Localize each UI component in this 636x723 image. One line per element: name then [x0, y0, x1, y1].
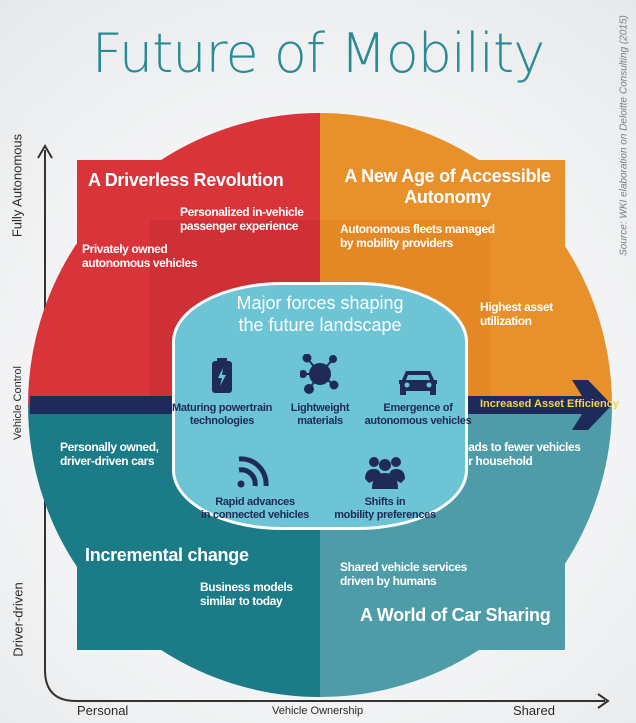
axis-label-fully-autonomous: Fully Autonomous	[9, 133, 25, 238]
axis-label-vehicle-ownership: Vehicle Ownership	[272, 705, 364, 717]
people-group-icon	[365, 457, 405, 489]
quadrant-title-bottom-right: A World of Car Sharing	[360, 605, 551, 625]
axis-label-shared: Shared	[513, 703, 555, 718]
wifi-signal-icon	[237, 456, 269, 488]
axis-label-driver-driven: Driver-driven	[10, 582, 26, 657]
battery-icon	[212, 358, 232, 393]
center-panel	[172, 282, 468, 530]
arrow-label: Increased Asset Efficiency	[480, 398, 619, 410]
page-title: Future of Mobility	[91, 22, 545, 85]
note-personally-owned: Personally owned,driver-driven cars	[60, 440, 159, 468]
molecule-icon	[300, 354, 339, 394]
axis-label-personal: Personal	[77, 703, 129, 718]
car-icon	[399, 371, 437, 395]
axes-arrows	[37, 144, 610, 709]
source-note: Source: WKI elaboration on Deloitte Cons…	[618, 15, 630, 256]
axis-label-vehicle-control: Vehicle Control	[12, 366, 24, 440]
quadrant-title-top-left: A Driverless Revolution	[88, 170, 284, 190]
quadrant-title-bottom-left: Incremental change	[85, 545, 249, 565]
quadrant-title-top-right: A New Age of Accessible Autonomy	[344, 166, 551, 207]
